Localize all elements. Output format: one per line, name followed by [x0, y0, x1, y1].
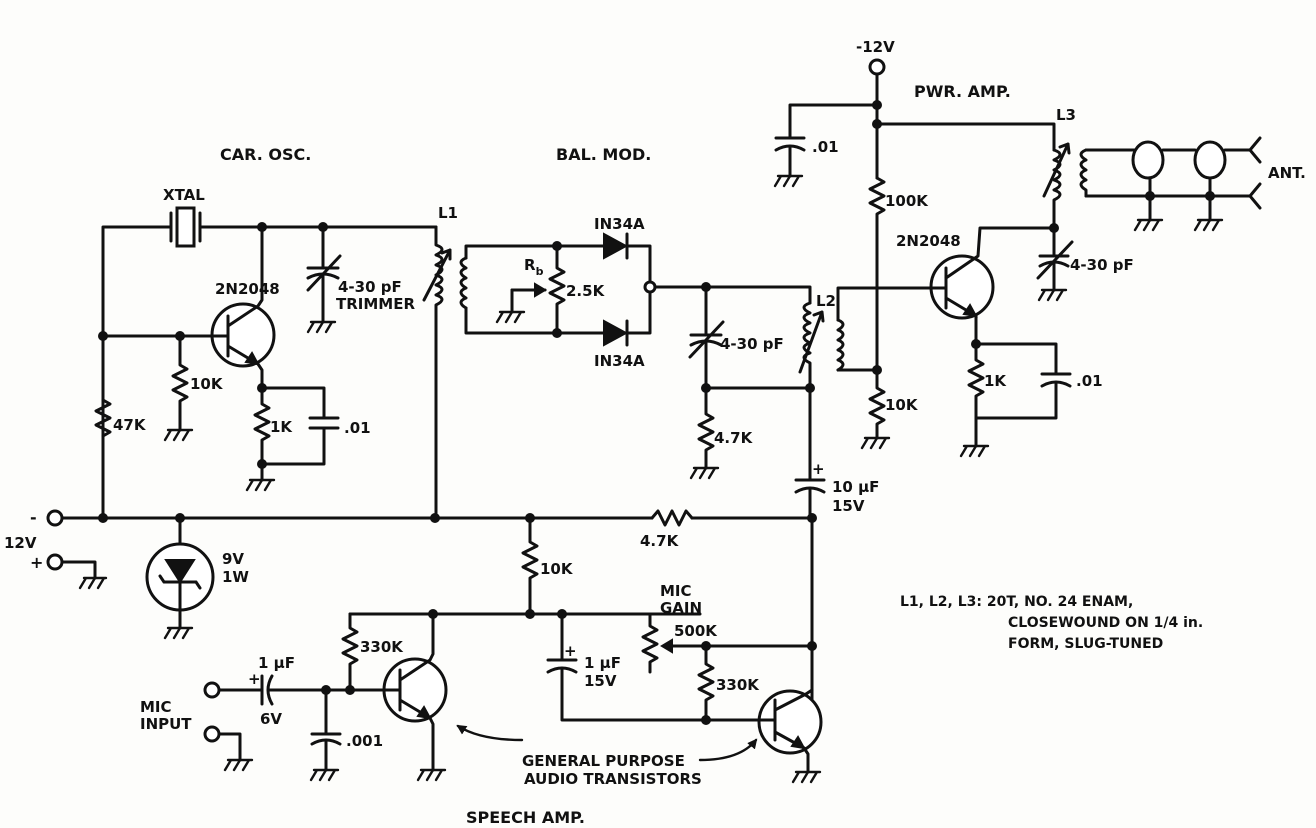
diode-d1 — [598, 232, 652, 289]
trimmer-capacitor-2[interactable] — [688, 285, 725, 393]
audio-transistors-label-2: AUDIO TRANSISTORS — [524, 770, 702, 788]
r-330k-1-label: 330K — [360, 638, 404, 656]
l2-label: L2 — [816, 292, 836, 310]
antenna-output — [1084, 136, 1262, 232]
c-10uf-plus: + — [812, 460, 825, 478]
r-1k-pa-label: 1K — [984, 372, 1007, 390]
audio-transistor-callout — [456, 724, 758, 762]
l3-label: L3 — [1056, 106, 1076, 124]
bal-mod-title: BAL. MOD. — [556, 145, 651, 164]
trimmer-capacitor-3[interactable] — [1036, 226, 1074, 302]
c-1uf-in-value-label: 1 μF — [258, 654, 295, 672]
trimmer2-value-label: 4-30 pF — [720, 335, 784, 353]
supply-terminals[interactable] — [46, 509, 108, 590]
coil-note-line-3: FORM, SLUG-TUNED — [1008, 636, 1163, 652]
trimmer1-name-label: TRIMMER — [336, 295, 415, 313]
rb-value-label: 2.5K — [566, 282, 606, 300]
pwr-amp-title: PWR. AMP. — [914, 82, 1011, 101]
mic-gain-potentiometer[interactable] — [641, 612, 708, 674]
c-10uf-value-label: 10 μF — [832, 478, 879, 496]
speech-amp-title: SPEECH AMP. — [466, 808, 585, 827]
c-01-pa-label: .01 — [1076, 372, 1103, 390]
osc-bias-network — [94, 331, 215, 442]
mic-input-jack[interactable] — [203, 681, 254, 772]
zener-voltage-label: 9V — [222, 550, 244, 568]
transistor-q4 — [757, 516, 823, 784]
c-001-label: .001 — [346, 732, 383, 750]
r-10k-pa-label: 10K — [885, 396, 919, 414]
pa-supply-rail — [773, 58, 1056, 188]
l1-label: L1 — [438, 204, 458, 222]
capacitor-1uf-input — [217, 674, 352, 706]
potentiometer-rb[interactable] — [495, 244, 566, 335]
q2-label: 2N2048 — [896, 232, 961, 250]
supply-minus-label: - — [30, 508, 37, 527]
negative-supply-bus — [60, 509, 817, 527]
mic-input-label-1: MIC — [140, 698, 172, 716]
capacitor-10uf — [794, 478, 826, 520]
c-1uf-in-plus: + — [248, 670, 261, 688]
r-10k-osc-label: 10K — [190, 375, 224, 393]
transistor-q1 — [210, 225, 276, 390]
transistor-q3 — [348, 612, 448, 782]
crystal-label: XTAL — [163, 186, 205, 204]
mic-gain-value-label: 500K — [674, 622, 718, 640]
speech-bias-330k-2 — [697, 641, 817, 725]
audio-transistors-label-1: GENERAL PURPOSE — [522, 752, 685, 770]
pa-base-divider — [836, 176, 932, 450]
top-supply-label: -12V — [856, 38, 895, 56]
supply-plus-label: + — [30, 553, 43, 572]
osc-emitter-network — [245, 383, 340, 492]
coil-l1[interactable] — [422, 225, 468, 520]
r-47k-label: 47K — [113, 416, 147, 434]
c-1uf-2-plus: + — [564, 642, 577, 660]
trimmer1-value-label: 4-30 pF — [338, 278, 402, 296]
pa-emitter-network — [959, 339, 1072, 458]
r-330k-2-label: 330K — [716, 676, 760, 694]
supply-voltage-label: 12V — [4, 534, 37, 552]
d2-label: IN34A — [594, 352, 645, 370]
coil-l3[interactable] — [1042, 142, 1088, 233]
r-10k-speech-label: 10K — [540, 560, 574, 578]
capacitor-001 — [309, 688, 342, 782]
antenna-label: ANT. — [1268, 164, 1306, 182]
c-1uf-in-voltage-label: 6V — [260, 710, 282, 728]
car-osc-title: CAR. OSC. — [220, 145, 311, 164]
bus-resistor-4-7k-label: 4.7K — [640, 532, 680, 550]
trimmer3-value-label: 4-30 pF — [1070, 256, 1134, 274]
r-100k-label: 100K — [885, 192, 929, 210]
c-1uf-2-voltage-label: 15V — [584, 672, 617, 690]
r-4-7k-mod-label: 4.7K — [714, 429, 754, 447]
modulator-output-node — [643, 280, 812, 305]
trimmer-capacitor-1[interactable] — [306, 225, 342, 334]
diode-d2 — [598, 285, 652, 347]
d1-label: IN34A — [594, 215, 645, 233]
zener-diode — [145, 516, 215, 640]
c-1uf-2-value-label: 1 μF — [584, 654, 621, 672]
coil-l2[interactable] — [704, 301, 845, 482]
speech-bias-330k — [341, 612, 359, 695]
c-01-top-label: .01 — [812, 138, 839, 156]
transistor-q2 — [928, 226, 1056, 346]
mod-resistor-4-7k — [689, 386, 720, 480]
q1-label: 2N2048 — [215, 280, 280, 298]
mic-gain-label-2: GAIN — [660, 599, 702, 617]
zener-power-label: 1W — [222, 568, 249, 586]
crystal-xtal — [101, 206, 438, 520]
c-01-osc-label: .01 — [344, 419, 371, 437]
coil-note-line-1: L1, L2, L3: 20T, NO. 24 ENAM, — [900, 594, 1133, 610]
c-10uf-voltage-label: 15V — [832, 497, 865, 515]
mic-gain-label-1: MIC — [660, 582, 692, 600]
coil-note-line-2: CLOSEWOUND ON 1/4 in. — [1008, 615, 1203, 631]
r-1k-osc-label: 1K — [270, 418, 293, 436]
rb-label: Rb — [524, 256, 544, 278]
capacitor-1uf-2 — [546, 609, 708, 722]
mic-input-label-2: INPUT — [140, 715, 192, 733]
